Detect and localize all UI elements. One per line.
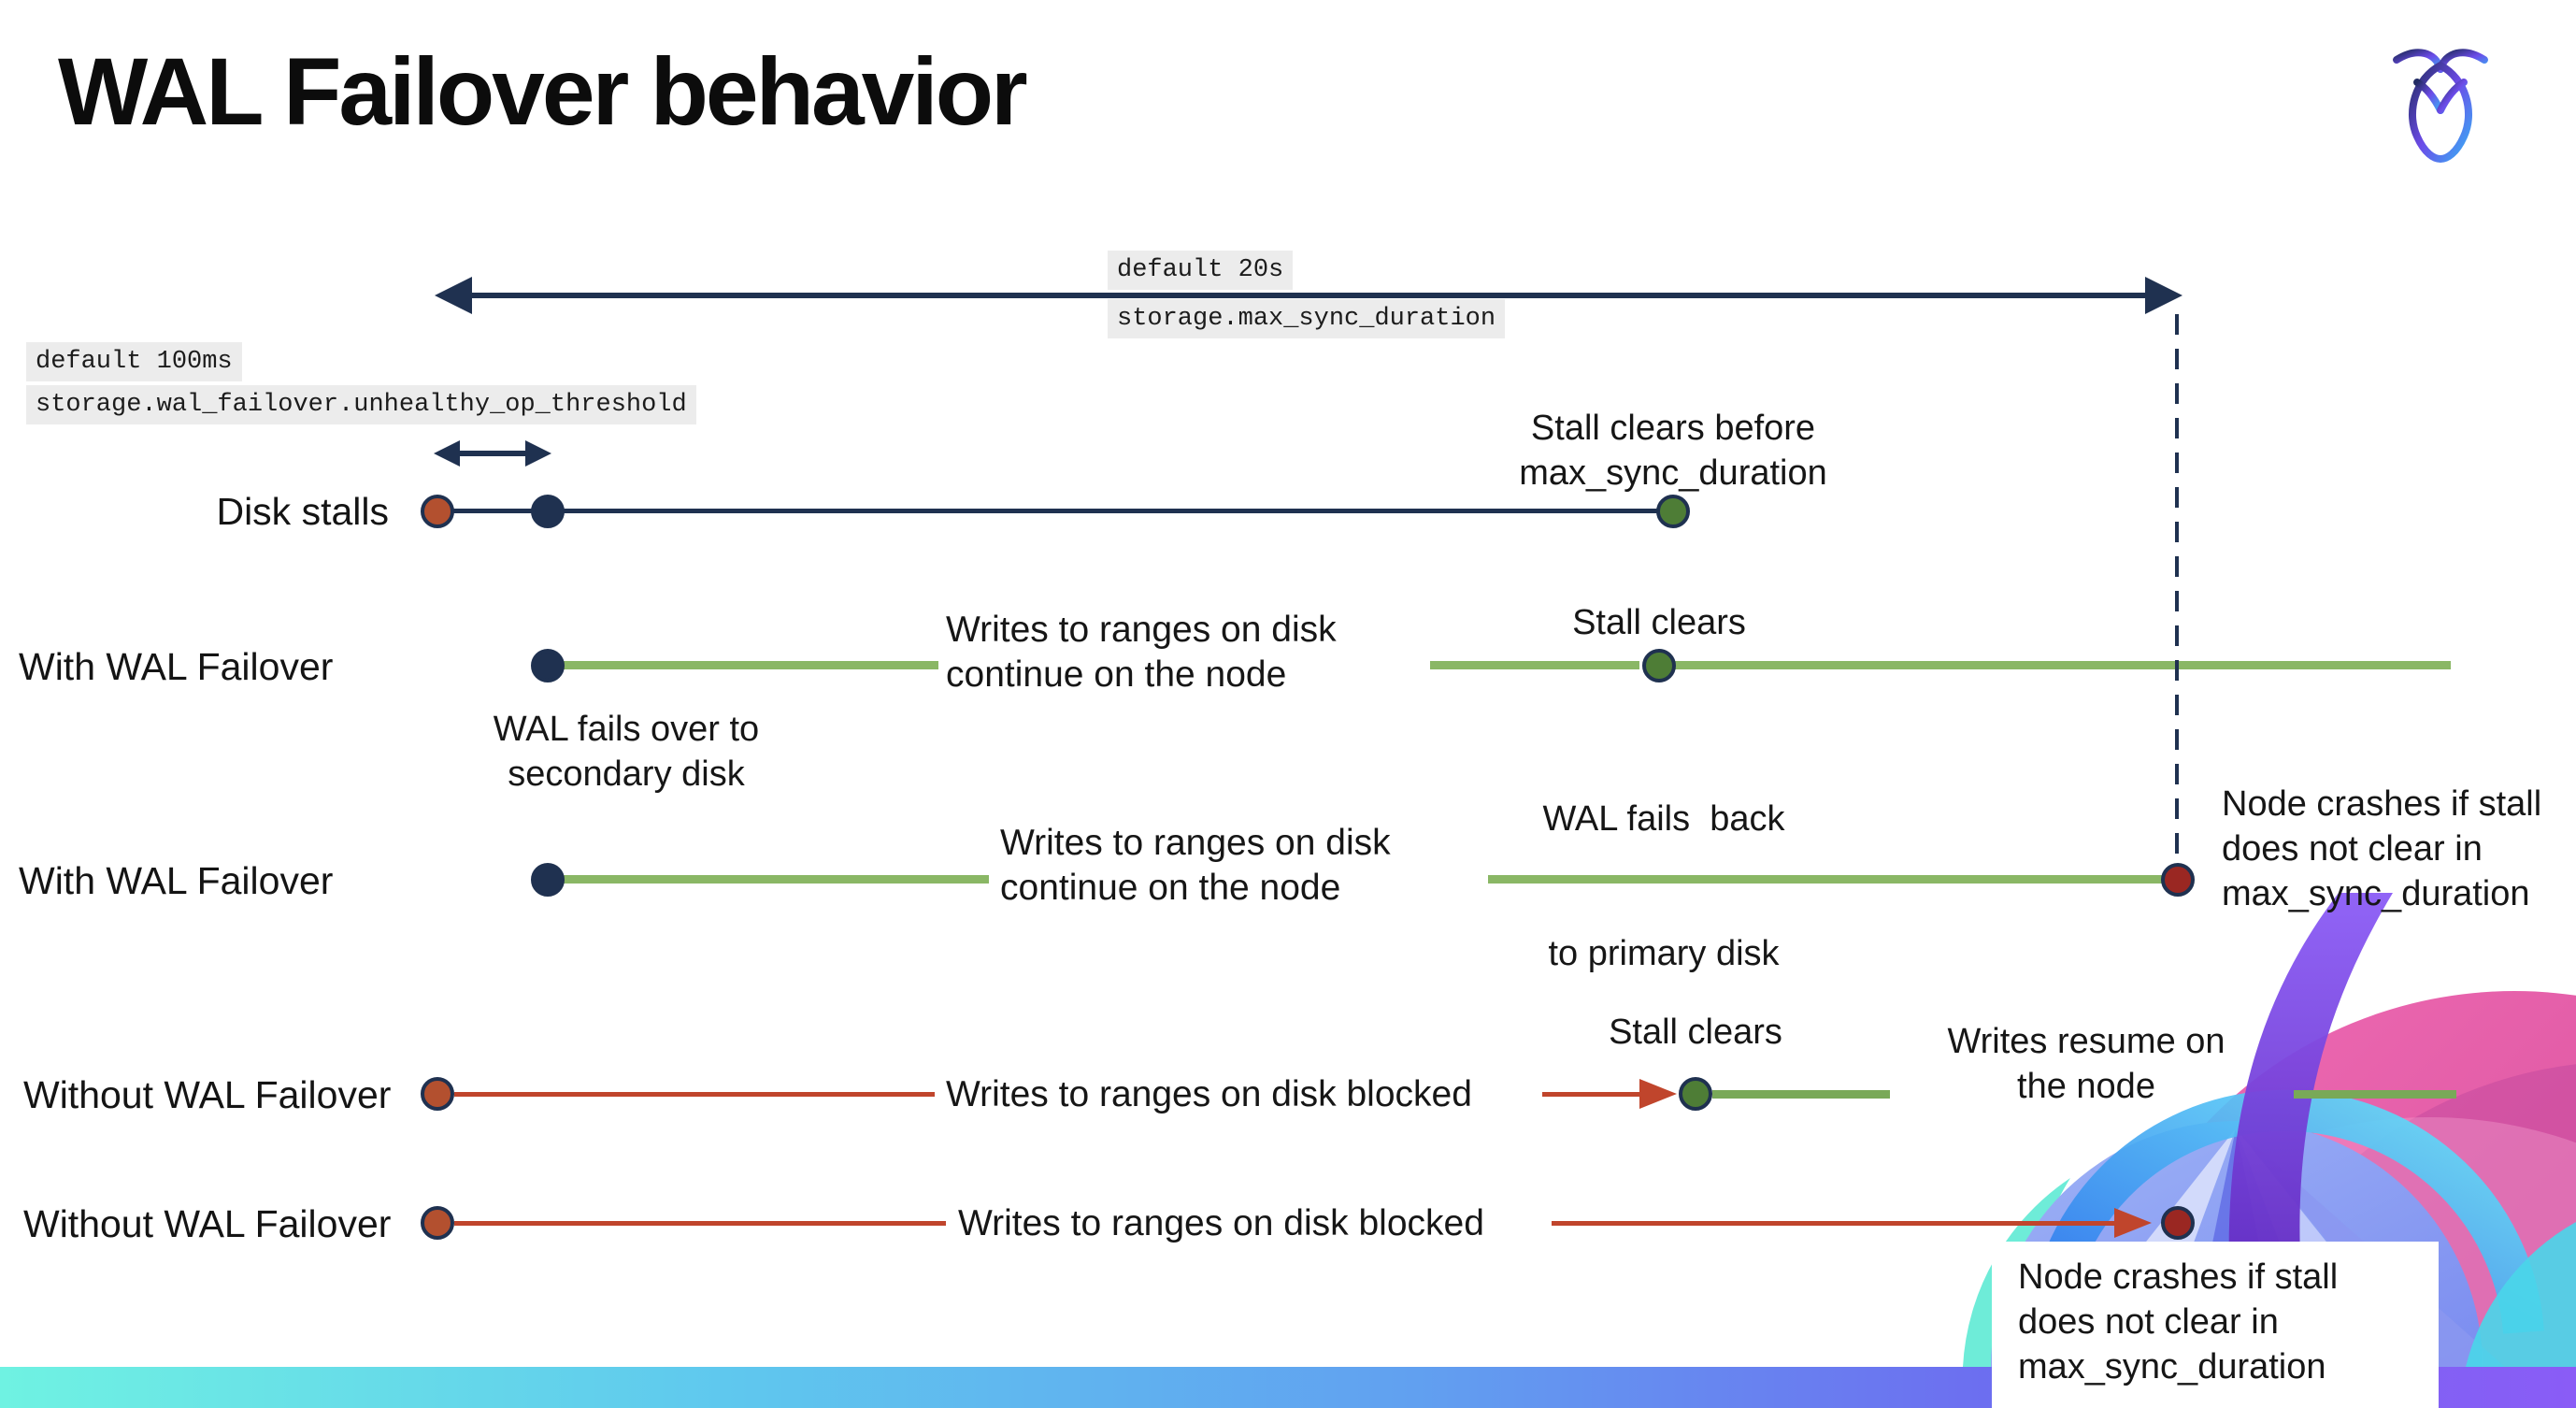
crash-note-box-without-wal: Node crashes if stall does not clear in … bbox=[1992, 1242, 2439, 1408]
unhealthy-op-setting-name: storage.wal_failover.unhealthy_op_thresh… bbox=[26, 385, 696, 424]
wo2-blocked-note: Writes to ranges on disk blocked bbox=[958, 1203, 1484, 1243]
wal1-failover-dot bbox=[531, 649, 565, 682]
wal1-green-line-c bbox=[1675, 661, 2451, 669]
wo1-stall-clears-label: Stall clears bbox=[1609, 1013, 1782, 1052]
wo2-red-line-a bbox=[454, 1221, 946, 1226]
wal1-stall-clears-note: Stall clears bbox=[1572, 603, 1746, 642]
wal1-green-line-a bbox=[563, 661, 938, 669]
cockroachdb-logo-icon bbox=[2393, 49, 2488, 164]
wal1-writes-note: Writes to ranges on disk continue on the… bbox=[946, 610, 1337, 695]
wo1-red-line-b bbox=[1542, 1092, 1641, 1097]
wo1-green-line-a bbox=[1712, 1090, 1890, 1099]
wal1-failback-dot bbox=[1642, 649, 1676, 682]
stall-start-dot bbox=[421, 495, 454, 528]
wo1-stall-start-dot bbox=[421, 1077, 454, 1111]
threshold-dot bbox=[531, 495, 565, 528]
unhealthy-op-default-label: default 100ms bbox=[26, 342, 242, 381]
wal2-green-line-b bbox=[1488, 875, 2163, 884]
wo1-stall-clears-dot bbox=[1679, 1077, 1712, 1111]
row-label-without-wal-2: Without WAL Failover bbox=[23, 1202, 392, 1245]
wal1-failover-note: WAL fails over to secondary disk bbox=[493, 710, 760, 794]
row-label-with-wal-2: With WAL Failover bbox=[19, 859, 334, 902]
wo1-red-line-a bbox=[454, 1092, 935, 1097]
page-title: WAL Failover behavior bbox=[58, 38, 1028, 145]
crash-note-text: Node crashes if stall does not clear in … bbox=[2018, 1257, 2339, 1386]
disk-stalls-line bbox=[437, 509, 1673, 513]
wo2-stall-start-dot bbox=[421, 1206, 454, 1240]
wo1-green-line-b bbox=[2294, 1090, 2456, 1099]
max-sync-setting-name: storage.max_sync_duration bbox=[1108, 299, 1506, 338]
wal2-failover-dot bbox=[531, 863, 565, 897]
stall-clears-before-note: Stall clears before max_sync_duration bbox=[1519, 409, 1827, 493]
wal1-failback-note: WAL fails back to primary disk bbox=[1542, 799, 1785, 973]
wal2-green-line-a bbox=[563, 875, 989, 884]
wal2-writes-note: Writes to ranges on disk continue on the… bbox=[1000, 823, 1391, 908]
wo1-resume-note: Writes resume on the node bbox=[1947, 1022, 2225, 1106]
max-sync-default-label: default 20s bbox=[1108, 251, 1294, 290]
wal1-green-line-b bbox=[1430, 661, 1639, 669]
wo2-crash-dot bbox=[2161, 1206, 2195, 1240]
wo1-blocked-note: Writes to ranges on disk blocked bbox=[946, 1074, 1472, 1114]
stall-clears-dot bbox=[1656, 495, 1690, 528]
row-label-without-wal-1: Without WAL Failover bbox=[23, 1073, 392, 1116]
wo2-red-line-b bbox=[1552, 1221, 2114, 1226]
row-label-with-wal-1: With WAL Failover bbox=[19, 645, 334, 688]
wal2-crash-dot bbox=[2161, 863, 2195, 897]
wal2-crash-note: Node crashes if stall does not clear in … bbox=[2222, 784, 2542, 913]
row-label-disk-stalls: Disk stalls bbox=[216, 490, 389, 533]
